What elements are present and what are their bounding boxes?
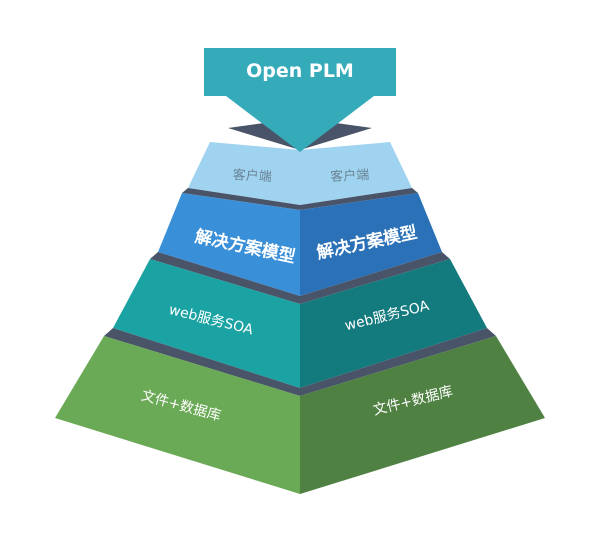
tier-solution-model-right-face [300,193,442,296]
separator-1-right [300,188,418,210]
tier-web-service-right-face [300,259,487,388]
tier-storage-right-face [300,336,545,494]
separator-2-left [150,252,300,304]
tier-client-right-face [300,142,412,205]
tier-client-left-label: 客户端 [232,167,272,185]
separator-3-right [300,328,496,396]
tier-client-left-face [188,142,300,205]
separator-3-left [104,328,300,396]
open-plm-title: Open PLM [246,60,354,82]
separator-1-left [182,188,300,210]
open-plm-arrow [204,48,396,152]
separator-2-right [300,252,450,304]
tier-web-service-left-face [113,259,300,388]
tier-client-right-label: 客户端 [330,167,370,185]
tier-solution-model-left-face [158,193,300,296]
tier-storage-left-face [55,336,300,494]
